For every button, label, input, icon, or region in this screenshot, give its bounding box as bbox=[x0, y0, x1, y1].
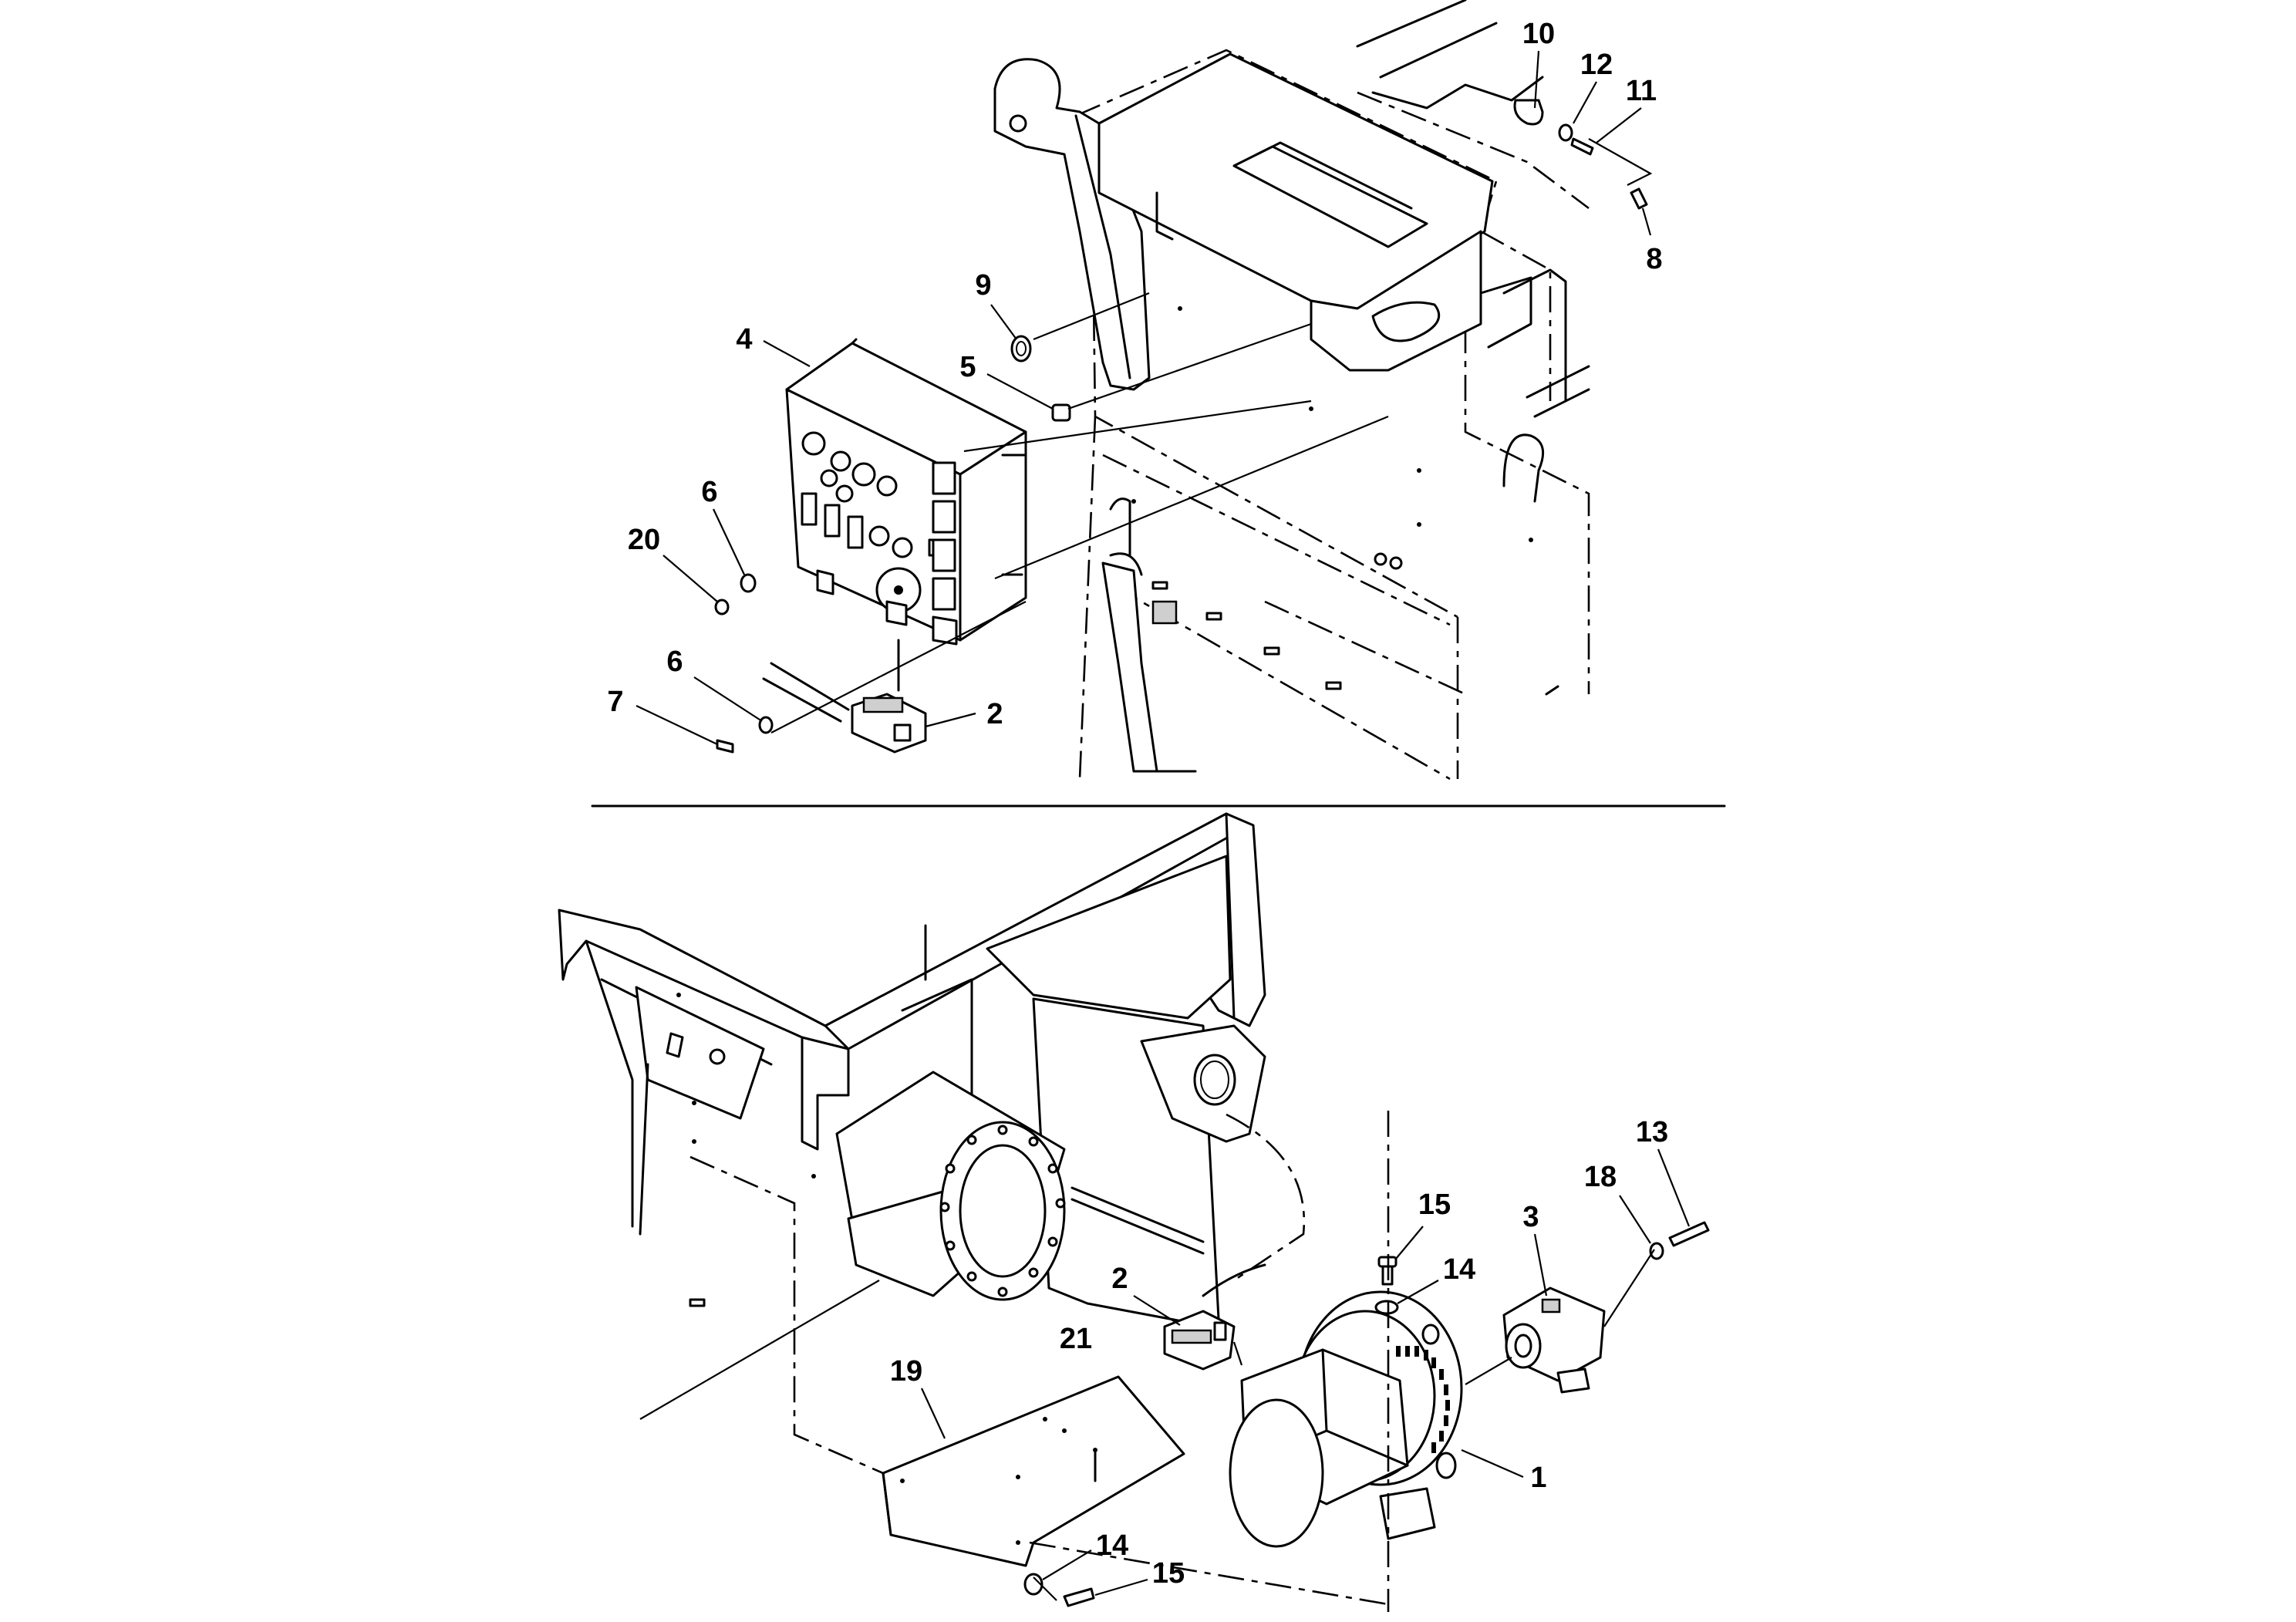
callout-14-lower: 14 bbox=[1042, 1529, 1128, 1580]
callout-18-label: 18 bbox=[1584, 1161, 1617, 1193]
callout-14-upper: 14 bbox=[1397, 1253, 1475, 1304]
mast-bracket bbox=[993, 58, 1151, 391]
lower-view bbox=[558, 812, 1710, 1612]
callout-21-label: 21 bbox=[1060, 1323, 1092, 1355]
callout-12: 12 bbox=[1573, 49, 1613, 124]
callout-13-label: 13 bbox=[1636, 1116, 1668, 1148]
callout-4: 4 bbox=[736, 323, 811, 367]
callout-8: 8 bbox=[1641, 207, 1663, 275]
callout-2-upper-label: 2 bbox=[986, 698, 1003, 730]
callout-6-lower-label: 6 bbox=[666, 646, 683, 678]
callout-12-label: 12 bbox=[1580, 49, 1613, 81]
callout-13: 13 bbox=[1636, 1116, 1691, 1227]
harness-cable bbox=[1202, 1263, 1266, 1297]
bell-housing-bolt-holes bbox=[939, 1125, 1066, 1297]
callout-3: 3 bbox=[1522, 1201, 1548, 1297]
callout-15-lower-label: 15 bbox=[1152, 1557, 1185, 1590]
frame-connector-bracket bbox=[1101, 561, 1197, 773]
regulator bbox=[1502, 1286, 1606, 1394]
callout-2-lower: 2 bbox=[1111, 1263, 1181, 1326]
callout-8-label: 8 bbox=[1646, 243, 1662, 275]
callout-2-upper: 2 bbox=[925, 698, 1003, 730]
callout-6-upper-label: 6 bbox=[701, 476, 717, 508]
top-rails bbox=[1356, 0, 1590, 418]
callouts: 10 12 11 8 9 4 5 6 bbox=[607, 18, 1691, 1597]
callout-1: 1 bbox=[1461, 1448, 1547, 1494]
callout-11-label: 11 bbox=[1626, 75, 1657, 107]
lower-hardware bbox=[639, 1111, 1710, 1612]
callout-14-upper-label: 14 bbox=[1443, 1253, 1475, 1286]
upright-frame bbox=[901, 812, 1266, 1128]
callout-19-label: 19 bbox=[890, 1355, 922, 1388]
callout-10: 10 bbox=[1522, 18, 1555, 109]
callout-7-label: 7 bbox=[607, 686, 623, 718]
callout-5-label: 5 bbox=[959, 351, 976, 383]
plug-connector-lower bbox=[1163, 1310, 1236, 1371]
callout-1-label: 1 bbox=[1530, 1462, 1546, 1494]
mounting-plate bbox=[882, 1375, 1185, 1567]
callout-9: 9 bbox=[975, 269, 1017, 340]
hinge-loops bbox=[1109, 433, 1545, 576]
callout-14-lower-label: 14 bbox=[1096, 1529, 1128, 1562]
callout-10-label: 10 bbox=[1522, 18, 1555, 50]
callout-6-lower: 6 bbox=[666, 646, 763, 722]
callout-15-lower: 15 bbox=[1094, 1557, 1185, 1597]
exhaust-pipe bbox=[1140, 1024, 1266, 1143]
frame-holes bbox=[1131, 306, 1559, 696]
generator-cooling-slots bbox=[1396, 1346, 1450, 1453]
callout-2-lower-label: 2 bbox=[1111, 1263, 1128, 1295]
control-box bbox=[785, 338, 1027, 646]
callout-5: 5 bbox=[959, 351, 1054, 410]
upper-deck bbox=[1097, 52, 1532, 372]
callout-20-label: 20 bbox=[628, 524, 660, 556]
callout-15-upper: 15 bbox=[1395, 1189, 1451, 1259]
callout-6-upper: 6 bbox=[701, 476, 745, 575]
callout-21: 21 bbox=[1060, 1323, 1092, 1355]
callout-4-label: 4 bbox=[736, 323, 752, 356]
callout-20: 20 bbox=[628, 524, 718, 602]
callout-3-label: 3 bbox=[1522, 1201, 1539, 1233]
callout-18: 18 bbox=[1584, 1161, 1651, 1244]
callout-19: 19 bbox=[890, 1355, 946, 1439]
plug-connector-upper bbox=[762, 639, 927, 754]
callout-15-upper-label: 15 bbox=[1418, 1189, 1451, 1221]
bell-housing bbox=[835, 1071, 1066, 1301]
callout-11: 11 bbox=[1596, 75, 1657, 143]
callout-9-label: 9 bbox=[975, 269, 991, 302]
chassis-beam bbox=[558, 812, 1251, 1228]
upper-view bbox=[591, 0, 1726, 808]
harness-route bbox=[1226, 1113, 1306, 1282]
generator bbox=[1229, 1290, 1463, 1548]
side-panel bbox=[635, 986, 816, 1307]
callout-7: 7 bbox=[607, 686, 718, 745]
